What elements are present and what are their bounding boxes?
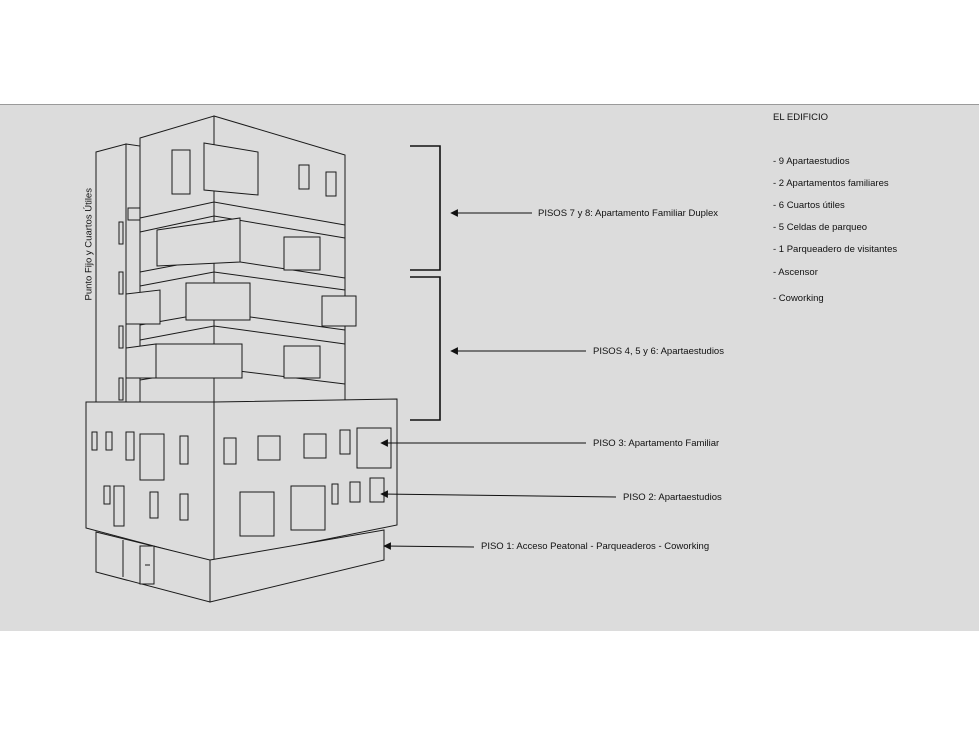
floor-label-1: PISO 1: Acceso Peatonal - Parqueaderos -…: [481, 541, 710, 552]
feature-item: - 1 Parqueadero de visitantes: [773, 244, 898, 255]
balcony-box: [156, 217, 241, 267]
feature-item: - Coworking: [773, 293, 824, 304]
building: [85, 115, 398, 603]
feature-item: - 6 Cuartos útiles: [773, 200, 845, 211]
floor-label-4-6: PISOS 4, 5 y 6: Apartaestudios: [593, 346, 724, 357]
floor-label-2: PISO 2: Apartaestudios: [623, 492, 722, 503]
floor-arrows: [380, 209, 617, 550]
balcony-box: [125, 343, 157, 379]
feature-item: - 5 Celdas de parqueo: [773, 222, 868, 233]
floor-label-3: PISO 3: Apartamento Familiar: [593, 438, 720, 449]
arrow-1: [383, 542, 475, 550]
bracket-7-8: [410, 145, 441, 271]
balcony-box: [185, 282, 251, 321]
feature-item: - 9 Apartaestudios: [773, 156, 850, 167]
floor-label-7-8: PISOS 7 y 8: Apartamento Familiar Duplex: [538, 208, 719, 219]
ground-side-face: [209, 529, 385, 603]
info-title: EL EDIFICIO: [773, 112, 829, 123]
balcony-box: [155, 343, 243, 379]
floor-brackets: [410, 145, 441, 421]
balcony-box: [321, 295, 357, 327]
feature-item: - 2 Apartamentos familiares: [773, 178, 889, 189]
bracket-4-6: [410, 276, 441, 421]
balcony-box: [283, 345, 321, 379]
feature-item: - Ascensor: [773, 267, 818, 278]
balcony-box: [283, 236, 321, 271]
arrow-2: [380, 490, 617, 498]
side-label: Punto Fijo y Cuartos Útiles: [83, 188, 95, 301]
balcony-box: [125, 289, 161, 325]
